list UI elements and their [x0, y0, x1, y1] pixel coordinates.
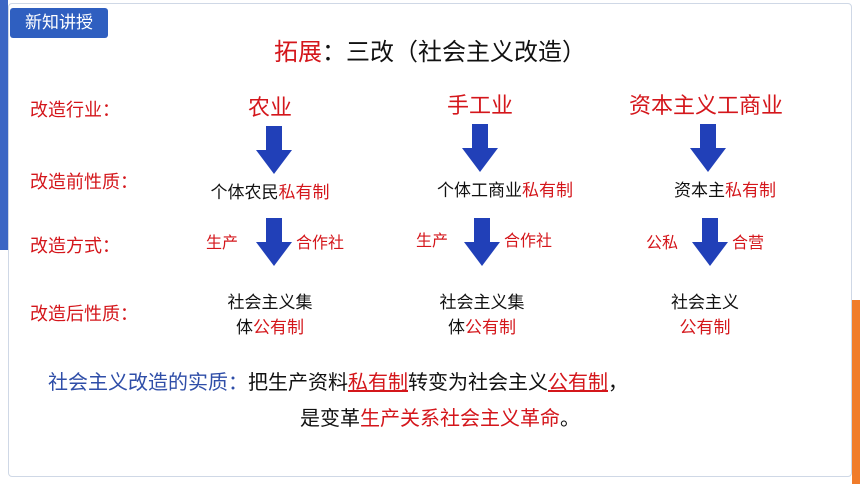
row-label-before: 改造前性质：	[30, 172, 138, 193]
down-arrow-icon	[690, 124, 726, 172]
method-left-handicraft: 生产	[416, 231, 449, 250]
summary-public-ownership: 公有制	[548, 370, 608, 394]
summary-label: 社会主义改造的实质：	[48, 370, 248, 394]
left-accent-strip	[0, 0, 8, 250]
row-label-method: 改造方式：	[30, 236, 120, 257]
before-nature-capitalist: 资本主私有制	[674, 181, 776, 201]
down-arrow-icon	[462, 124, 498, 172]
right-accent-strip	[852, 300, 860, 484]
summary-line-1: 社会主义改造的实质：把生产资料私有制转变为社会主义公有制，	[48, 370, 628, 394]
summary-private-ownership: 私有制	[348, 370, 408, 394]
section-badge: 新知讲授	[10, 8, 108, 38]
after-nature-handicraft: 社会主义集 体公有制	[439, 293, 525, 338]
page-title: 拓展：三改（社会主义改造）	[0, 32, 860, 67]
row-label-after: 改造后性质：	[30, 304, 138, 325]
down-arrow-icon	[692, 218, 728, 266]
industry-agriculture: 农业	[247, 96, 292, 121]
method-right-agriculture: 合作社	[296, 233, 345, 252]
before-nature-handicraft: 个体工商业私有制	[437, 181, 573, 201]
before-nature-agriculture: 个体农民私有制	[210, 183, 330, 203]
down-arrow-icon	[256, 126, 292, 174]
method-right-handicraft: 合作社	[504, 231, 553, 250]
down-arrow-icon	[464, 218, 500, 266]
industry-handicraft: 手工业	[446, 94, 513, 119]
industry-capitalist-commerce: 资本主义工商业	[628, 94, 783, 119]
method-right-capitalist: 合营	[732, 233, 765, 252]
title-lead: 拓展	[274, 38, 322, 66]
title-rest: ：三改（社会主义改造）	[322, 38, 586, 66]
method-left-capitalist: 公私	[646, 233, 679, 252]
summary-line-2: 是变革生产关系社会主义革命。	[300, 406, 580, 430]
after-nature-agriculture: 社会主义集 体公有制	[227, 293, 313, 338]
down-arrow-icon	[256, 218, 292, 266]
method-left-agriculture: 生产	[206, 233, 239, 252]
row-label-industry: 改造行业：	[30, 100, 120, 121]
summary-revolution: 生产关系社会主义革命	[360, 406, 560, 430]
after-nature-capitalist: 社会主义 公有制	[671, 293, 739, 338]
